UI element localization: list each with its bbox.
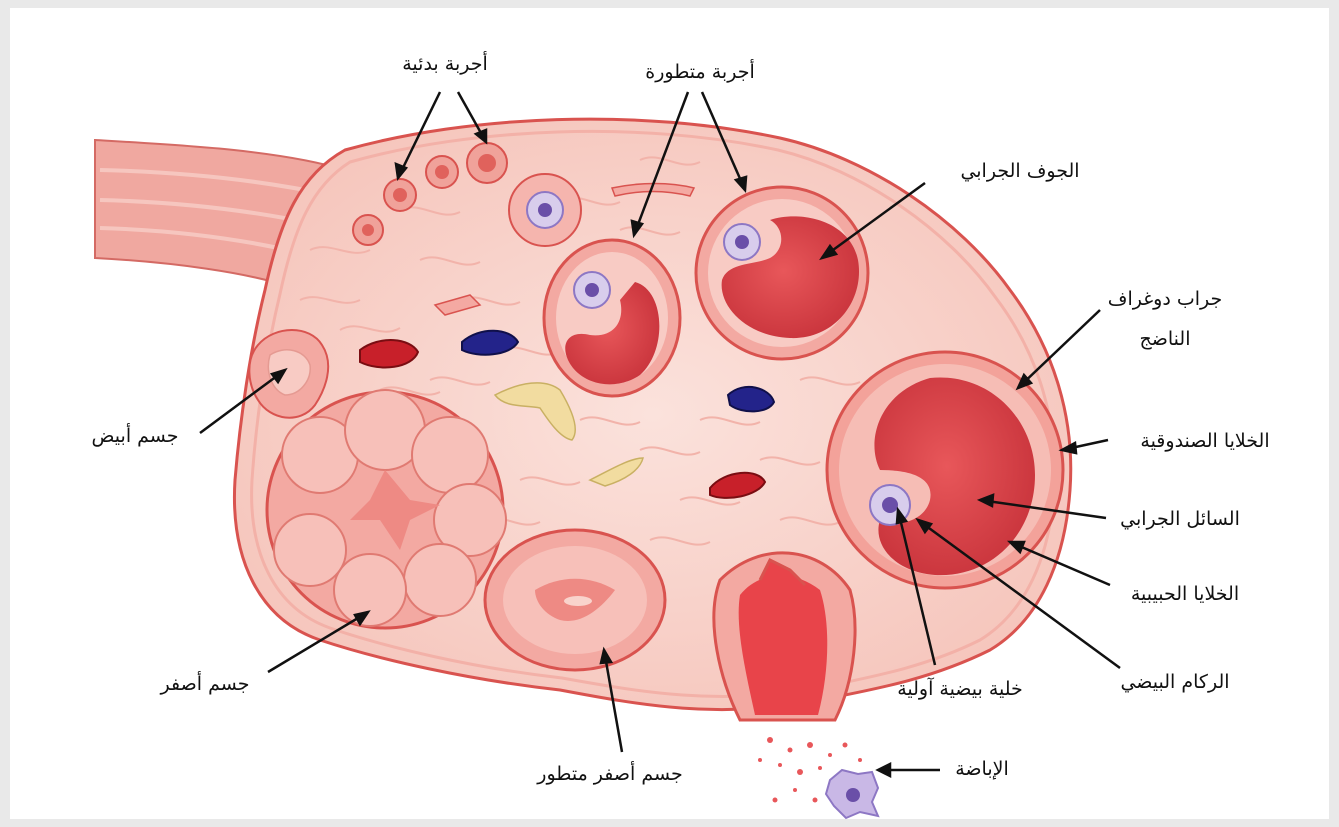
developing-corpus-luteum bbox=[485, 530, 665, 670]
label-developing-follicles: أجربة متطورة bbox=[645, 59, 754, 83]
corpus-albicans bbox=[249, 330, 328, 418]
label-graafian-follicle-1: جراب دوغراف bbox=[1108, 288, 1222, 310]
label-corpus-albicans: جسم أبيض bbox=[92, 423, 179, 447]
primary-follicle bbox=[509, 174, 581, 246]
label-developing-corpus-luteum: جسم أصفر متطور bbox=[536, 761, 682, 785]
ruptured-follicle bbox=[714, 553, 855, 720]
label-theca-cells: الخلايا الصندوقية bbox=[1140, 430, 1269, 452]
graafian-follicle bbox=[827, 352, 1063, 588]
label-graafian-follicle-2: الناضج bbox=[1140, 328, 1191, 350]
corpus-luteum bbox=[267, 390, 506, 628]
developing-follicle-2 bbox=[696, 187, 868, 359]
label-follicular-fluid: السائل الجرابي bbox=[1120, 508, 1240, 530]
label-cumulus-oophorus: الركام البيضي bbox=[1120, 671, 1229, 693]
developing-follicle-1 bbox=[544, 240, 680, 396]
label-follicular-cavity: الجوف الجرابي bbox=[960, 160, 1079, 182]
label-ovulation: الإباضة bbox=[955, 758, 1009, 780]
label-primary-oocyte: خلية بيضية آولية bbox=[897, 676, 1023, 700]
label-primordial-follicles: أجربة بدئية bbox=[402, 51, 488, 75]
label-corpus-luteum: جسم أصفر bbox=[160, 671, 250, 695]
label-granulosa-cells: الخلايا الحبيبية bbox=[1131, 583, 1239, 605]
